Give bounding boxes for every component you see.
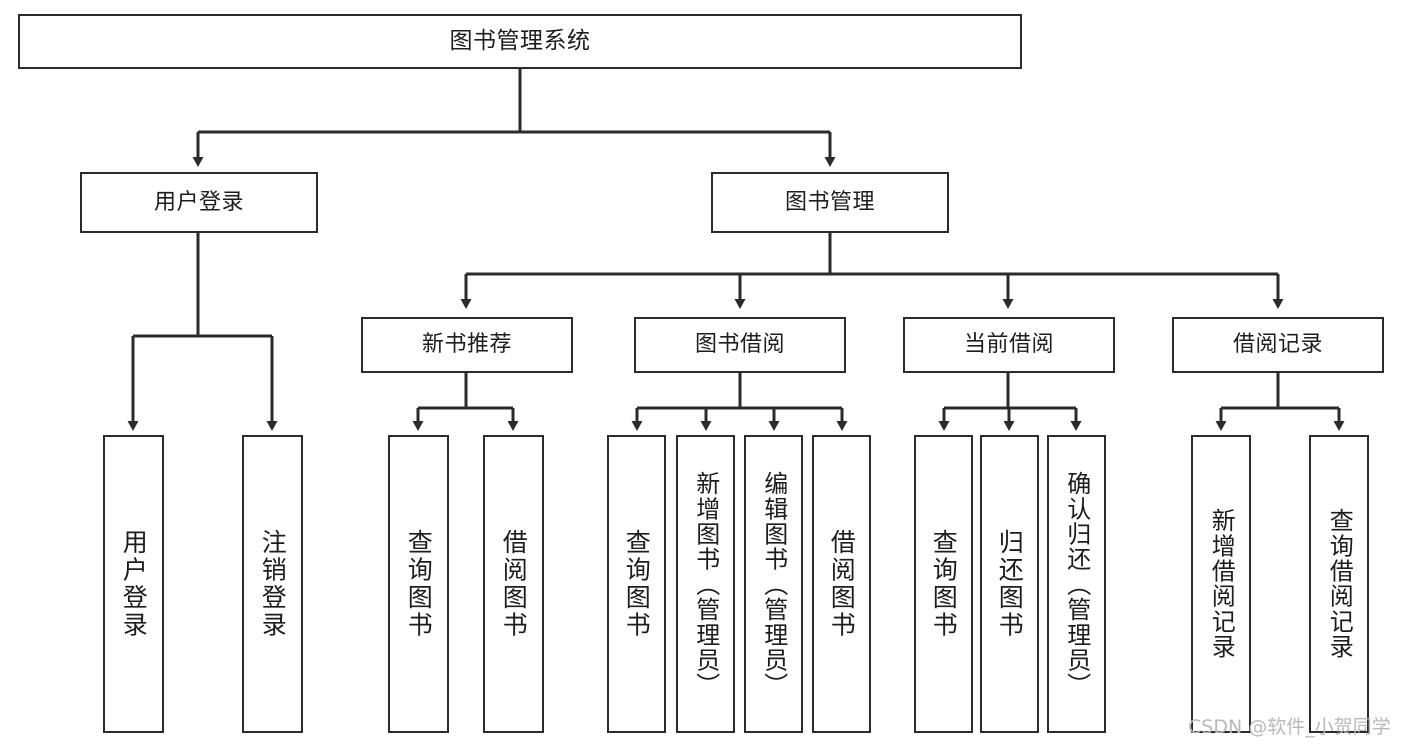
node-root[interactable]: 图书管理系统 bbox=[18, 14, 1022, 69]
node-borrow-record-label: 借阅记录 bbox=[1232, 332, 1323, 358]
node-leaf-add-book[interactable]: 新增图书（管理员） bbox=[676, 435, 735, 733]
node-leaf-add-book-label: 新增图书（管理员） bbox=[691, 470, 720, 698]
node-root-label: 图书管理系统 bbox=[449, 27, 591, 54]
node-leaf-query-book-2[interactable]: 查询图书 bbox=[607, 435, 666, 733]
node-leaf-query-book-3[interactable]: 查询图书 bbox=[914, 435, 973, 733]
node-leaf-return-book-label: 归还图书 bbox=[995, 529, 1025, 639]
csdn-watermark: CSDN @软件_小贺同学 bbox=[1188, 716, 1391, 738]
node-user-login[interactable]: 用户登录 bbox=[80, 172, 318, 233]
node-leaf-user-login-label: 用户登录 bbox=[119, 529, 149, 639]
node-new-book-recommend[interactable]: 新书推荐 bbox=[361, 317, 573, 373]
node-leaf-query-book-1-label: 查询图书 bbox=[404, 529, 434, 639]
node-book-manage[interactable]: 图书管理 bbox=[711, 172, 949, 233]
node-leaf-borrow-book-2-label: 借阅图书 bbox=[827, 529, 857, 639]
node-leaf-borrow-book-1-label: 借阅图书 bbox=[499, 529, 529, 639]
node-book-manage-label: 图书管理 bbox=[784, 189, 875, 215]
node-user-login-label: 用户登录 bbox=[153, 189, 244, 215]
node-leaf-confirm-return-label: 确认归还（管理员） bbox=[1062, 470, 1091, 698]
node-leaf-query-record[interactable]: 查询借阅记录 bbox=[1309, 435, 1369, 733]
node-leaf-query-book-3-label: 查询图书 bbox=[929, 529, 959, 639]
node-leaf-user-login[interactable]: 用户登录 bbox=[103, 435, 164, 733]
node-leaf-add-record[interactable]: 新增借阅记录 bbox=[1191, 435, 1251, 733]
node-leaf-return-book[interactable]: 归还图书 bbox=[980, 435, 1039, 733]
node-leaf-add-record-label: 新增借阅记录 bbox=[1207, 508, 1236, 660]
node-leaf-edit-book-label: 编辑图书（管理员） bbox=[759, 470, 788, 698]
node-leaf-borrow-book-2[interactable]: 借阅图书 bbox=[812, 435, 871, 733]
node-leaf-edit-book[interactable]: 编辑图书（管理员） bbox=[744, 435, 803, 733]
node-leaf-logout-login-label: 注销登录 bbox=[258, 529, 288, 639]
node-current-borrow-label: 当前借阅 bbox=[963, 332, 1054, 358]
node-leaf-confirm-return[interactable]: 确认归还（管理员） bbox=[1047, 435, 1106, 733]
node-leaf-query-book-1[interactable]: 查询图书 bbox=[388, 435, 449, 733]
node-borrow-record[interactable]: 借阅记录 bbox=[1172, 317, 1384, 373]
node-leaf-query-book-2-label: 查询图书 bbox=[622, 529, 652, 639]
node-current-borrow[interactable]: 当前借阅 bbox=[903, 317, 1115, 373]
node-book-borrow-label: 图书借阅 bbox=[694, 332, 785, 358]
node-leaf-logout-login[interactable]: 注销登录 bbox=[242, 435, 303, 733]
node-leaf-borrow-book-1[interactable]: 借阅图书 bbox=[483, 435, 544, 733]
node-new-book-recommend-label: 新书推荐 bbox=[421, 332, 512, 358]
node-book-borrow[interactable]: 图书借阅 bbox=[634, 317, 846, 373]
node-leaf-query-record-label: 查询借阅记录 bbox=[1325, 508, 1354, 660]
